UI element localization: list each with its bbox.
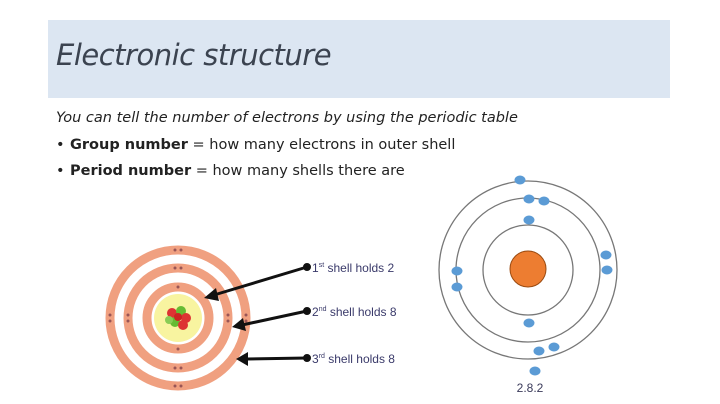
shell-label-2: 2nd shell holds 8 <box>312 305 397 319</box>
nucleus <box>165 306 191 330</box>
arrow-head <box>232 318 246 331</box>
bullet-text: = how many electrons in outer shell <box>187 137 456 153</box>
electrons <box>108 248 248 388</box>
shell-diagram: 1st shell holds 2 2nd shell holds 8 3rd … <box>105 245 397 391</box>
outer-shell <box>438 180 618 360</box>
nucleus <box>509 250 547 288</box>
arrows <box>204 263 311 366</box>
bullet-text: = how many shells there are <box>191 163 405 179</box>
electron-configuration: 2.8.2 <box>517 381 544 395</box>
bullet-bold: Group number <box>70 137 188 153</box>
arrow-shell-3 <box>246 356 308 361</box>
arrow-head <box>236 352 248 366</box>
shell-label-3: 3rd shell holds 8 <box>312 352 395 366</box>
title-band <box>48 20 670 98</box>
intro-text: You can tell the number of electrons by … <box>56 110 518 126</box>
shell-2 <box>123 263 233 373</box>
magnesium-atom-diagram: 2.8.2 <box>438 175 618 395</box>
inner-shell <box>482 224 574 316</box>
arrow-shell-2 <box>241 309 308 327</box>
bullet-group-number: •Group number = how many electrons in ou… <box>56 137 456 153</box>
arrow-head <box>204 288 219 301</box>
slide-title: Electronic structure <box>56 38 332 72</box>
shell-label-1: 1st shell holds 2 <box>312 261 395 275</box>
shell-3 <box>105 245 251 391</box>
electrons <box>451 175 613 376</box>
bullet-period-number: •Period number = how many shells there a… <box>56 163 405 179</box>
arrow-shell-1 <box>213 265 308 297</box>
bullet-bold: Period number <box>70 163 192 179</box>
